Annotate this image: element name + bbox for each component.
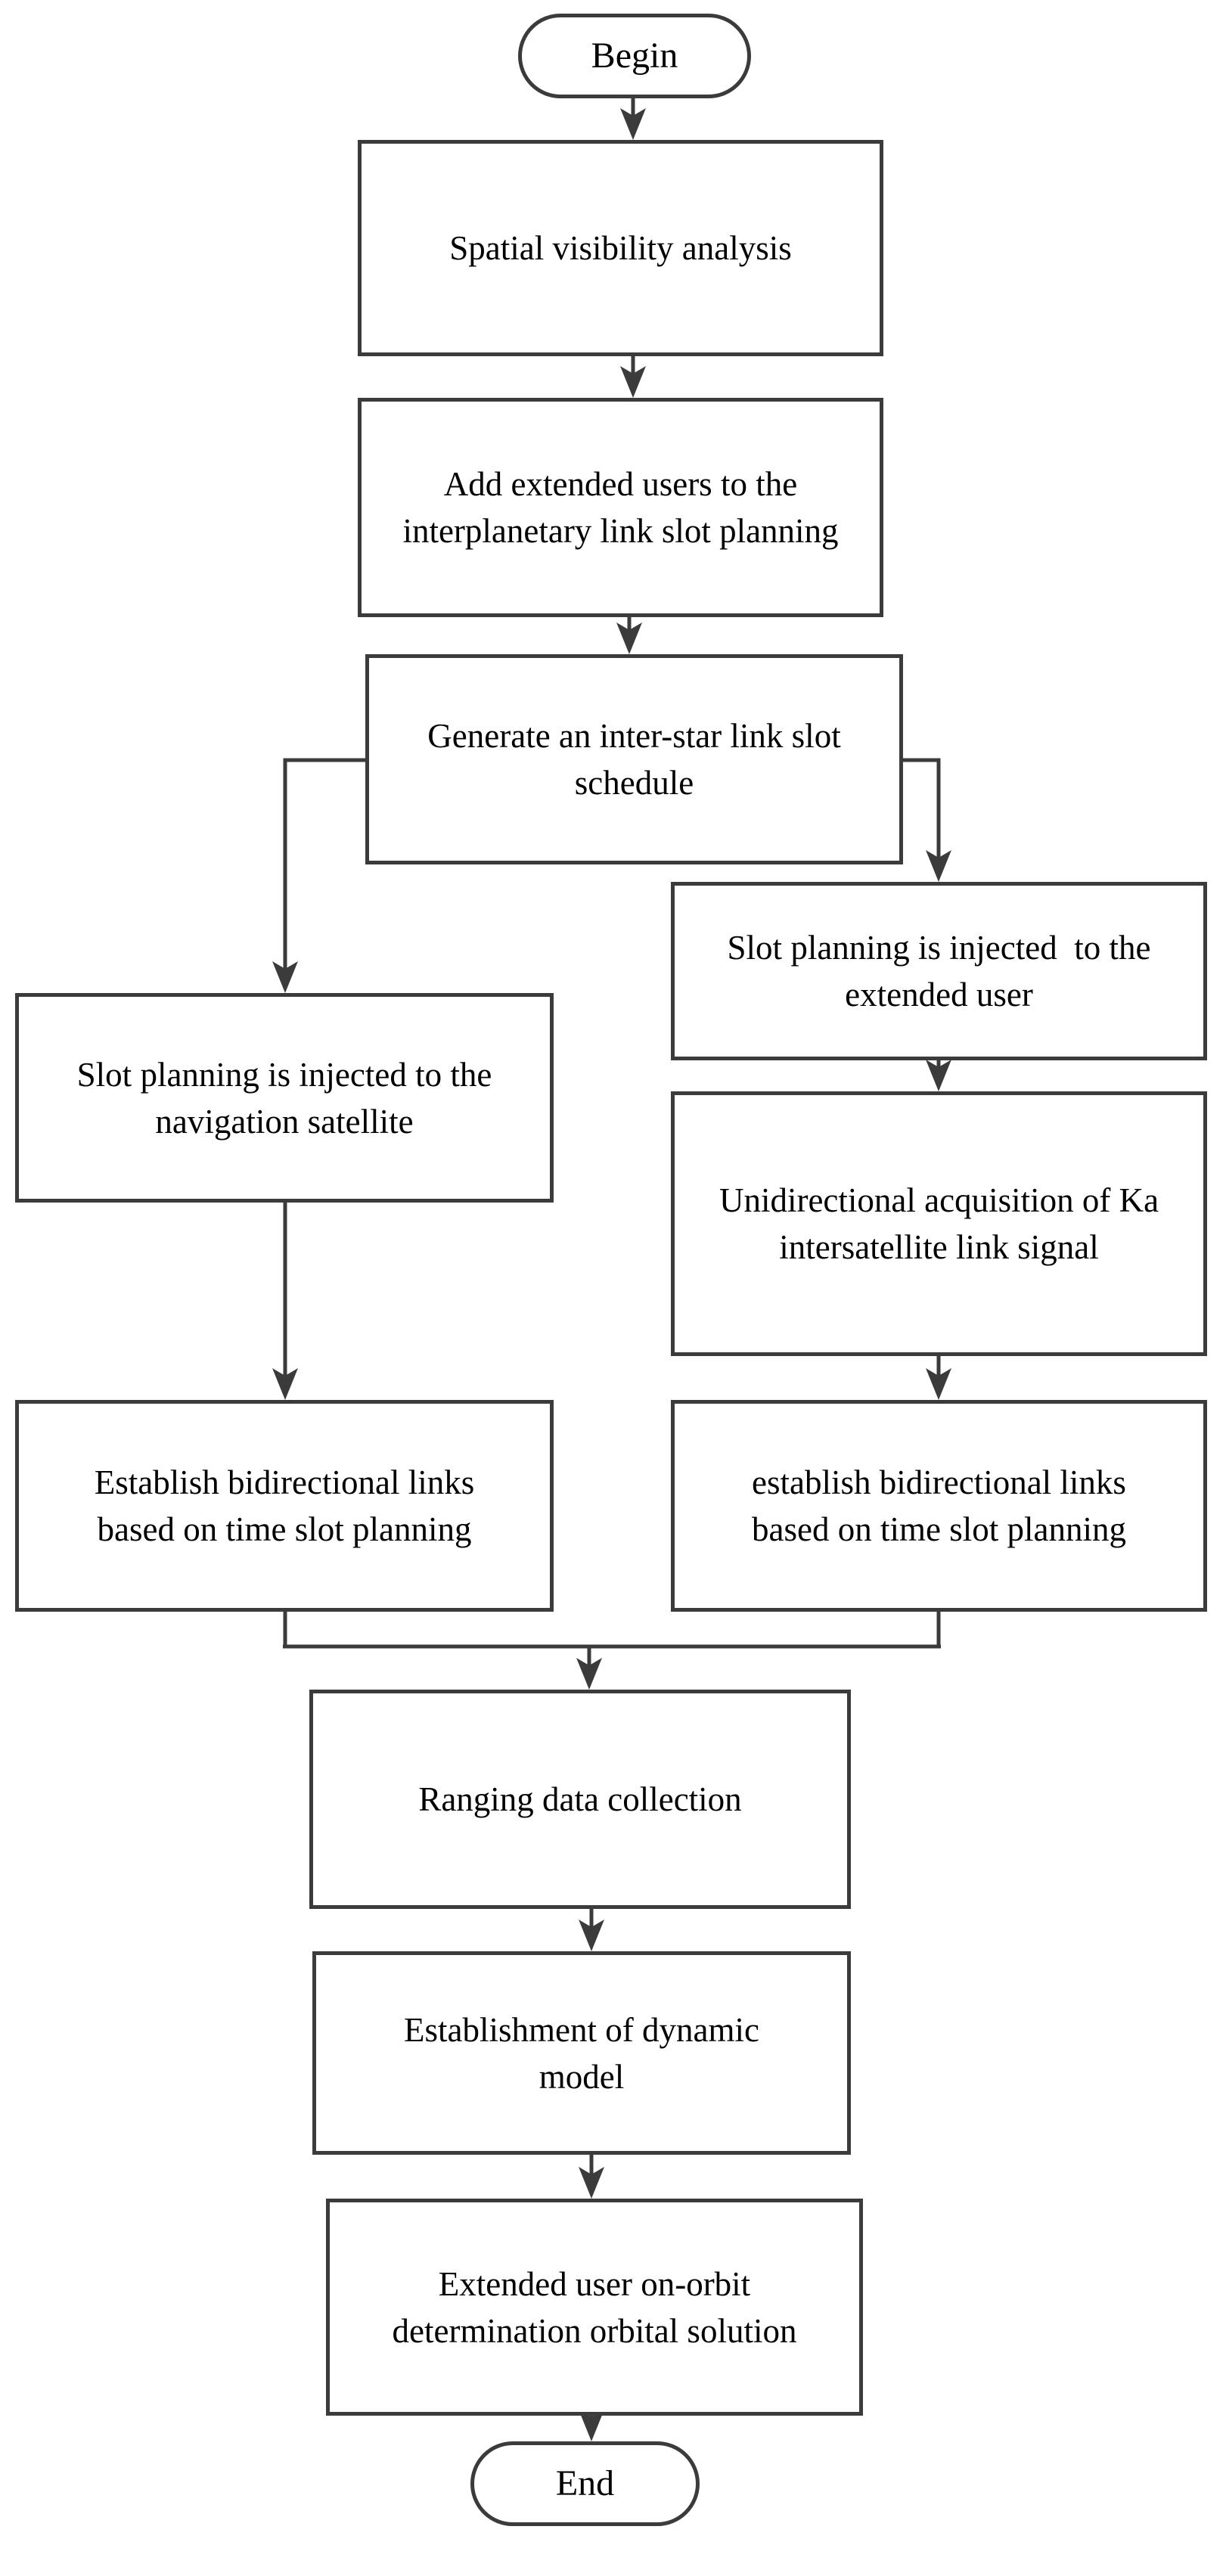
connector-navigation-to-establish-left <box>272 1203 298 1400</box>
connector-generate-to-navigation <box>272 758 365 993</box>
node-end-terminator: End <box>470 2441 700 2526</box>
node-unidirectional-acquisition-label: Unidirectional acquisition of Ka intersa… <box>719 1181 1159 1266</box>
node-dynamic-model-label: Establishment of dynamic model <box>404 2010 759 2096</box>
node-ranging-data-collection: Ranging data collection <box>309 1690 851 1909</box>
node-spatial-visibility-analysis-label: Spatial visibility analysis <box>449 229 792 267</box>
node-add-extended-users: Add extended users to the interplanetary… <box>358 398 883 617</box>
connector-add-users-to-generate <box>616 616 642 654</box>
connector-extended-user-to-unidirectional <box>926 1060 951 1091</box>
node-generate-inter-star-link-slot-schedule: Generate an inter-star link slot schedul… <box>365 654 903 864</box>
connector-generate-to-extended-user <box>903 758 951 882</box>
node-establish-links-right-label: establish bidirectional links based on t… <box>752 1463 1126 1548</box>
node-begin-label: Begin <box>591 36 678 76</box>
node-slot-planning-injected-extended-user: Slot planning is injected to the extende… <box>671 882 1207 1060</box>
node-begin-terminator: Begin <box>518 14 751 98</box>
node-establish-links-left-label: Establish bidirectional links based on t… <box>94 1463 475 1548</box>
connector-dynamic-to-orbit-solution <box>579 2155 604 2199</box>
node-spatial-visibility-analysis: Spatial visibility analysis <box>358 140 883 356</box>
connector-orbit-solution-to-end <box>579 2410 604 2441</box>
connector-unidirectional-to-establish-right <box>926 1356 951 1400</box>
connector-begin-to-spatial <box>620 97 646 140</box>
node-establishment-dynamic-model: Establishment of dynamic model <box>312 1951 851 2155</box>
node-inject-navigation-label: Slot planning is injected to the navigat… <box>76 1055 492 1141</box>
connector-ranging-to-dynamic <box>579 1908 604 1951</box>
node-slot-planning-injected-navigation-satellite: Slot planning is injected to the navigat… <box>15 993 554 1203</box>
node-add-extended-users-label: Add extended users to the interplanetary… <box>402 465 839 550</box>
node-inject-extended-user-label: Slot planning is injected to the extende… <box>727 929 1151 1013</box>
node-unidirectional-acquisition-ka-signal: Unidirectional acquisition of Ka intersa… <box>671 1091 1207 1356</box>
node-establish-bidirectional-links-left: Establish bidirectional links based on t… <box>15 1400 554 1612</box>
node-orbit-solution-label: Extended user on-orbit determination orb… <box>392 2264 797 2350</box>
node-ranging-data-collection-label: Ranging data collection <box>418 1780 742 1818</box>
node-extended-user-orbit-solution: Extended user on-orbit determination orb… <box>326 2199 863 2416</box>
node-end-label: End <box>555 2463 615 2503</box>
node-establish-bidirectional-links-right: establish bidirectional links based on t… <box>671 1400 1207 1612</box>
node-generate-schedule-label: Generate an inter-star link slot schedul… <box>427 717 841 802</box>
connector-spatial-to-add-users <box>620 356 646 398</box>
connector-merge-to-ranging <box>283 1612 941 1690</box>
